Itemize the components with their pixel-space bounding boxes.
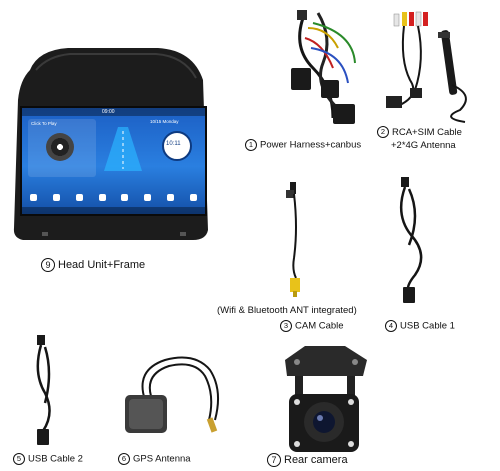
album-art-icon bbox=[46, 133, 74, 161]
bottom-bar bbox=[22, 207, 205, 214]
number-badge: 9 bbox=[41, 258, 55, 272]
app-icon-music[interactable] bbox=[52, 193, 60, 201]
app-dock bbox=[22, 188, 205, 206]
caption-label: USB Cable 2 bbox=[28, 453, 83, 465]
app-icon-file[interactable] bbox=[190, 193, 198, 201]
app-icon-bt[interactable] bbox=[144, 193, 152, 201]
date-label: 10/15 Monday bbox=[150, 119, 179, 124]
cam-cable-image bbox=[286, 182, 300, 297]
caption-label: GPS Antenna bbox=[133, 453, 191, 465]
rca-sim-antenna-image bbox=[386, 11, 467, 123]
caption-label: CAM Cable bbox=[295, 320, 344, 332]
number-badge: 5 bbox=[13, 453, 25, 465]
caption-cam-note: (Wifi & Bluetooth ANT integrated) bbox=[217, 305, 357, 317]
number-badge: 2 bbox=[377, 126, 389, 139]
music-play-label: Click To Play bbox=[31, 121, 57, 126]
usb-cable-2-image bbox=[36, 335, 51, 445]
caption-label: Head Unit+Frame bbox=[58, 258, 146, 271]
app-icon-video[interactable] bbox=[121, 193, 129, 201]
caption-label: Power Harness+canbus bbox=[260, 139, 362, 151]
status-time: 09:00 bbox=[102, 109, 115, 115]
head-unit: 09:00 Click To Play 10/15 Monday 10:11 bbox=[8, 40, 213, 245]
head-unit-screen: 09:00 Click To Play 10/15 Monday 10:11 bbox=[20, 106, 207, 216]
app-icon-navi[interactable] bbox=[29, 193, 37, 201]
road-icon bbox=[104, 127, 142, 171]
caption-label: USB Cable 1 bbox=[400, 320, 455, 332]
power-harness-image bbox=[291, 10, 356, 124]
navi-widget[interactable] bbox=[100, 119, 146, 177]
clock-time: 10:11 bbox=[166, 141, 181, 147]
status-bar: 09:00 bbox=[22, 108, 205, 116]
usb-cable-1-image bbox=[399, 177, 423, 303]
music-widget[interactable]: Click To Play bbox=[28, 119, 96, 177]
clock-icon bbox=[162, 131, 192, 161]
number-badge: 6 bbox=[118, 453, 130, 465]
rear-camera-image bbox=[285, 346, 367, 452]
caption-label: Rear camera bbox=[284, 453, 348, 466]
gps-antenna-image bbox=[125, 356, 220, 433]
number-badge: 3 bbox=[280, 320, 292, 332]
caption-note: (Wifi & Bluetooth ANT integrated) bbox=[217, 305, 357, 316]
number-badge: 4 bbox=[385, 320, 397, 332]
number-badge: 1 bbox=[245, 139, 257, 151]
app-icon-settings[interactable] bbox=[98, 193, 106, 201]
clock-widget: 10/15 Monday 10:11 bbox=[150, 119, 200, 177]
app-icon-apps[interactable] bbox=[167, 193, 175, 201]
number-badge: 7 bbox=[267, 453, 281, 467]
app-icon-radio[interactable] bbox=[75, 193, 83, 201]
caption-label: RCA+SIM Cable bbox=[392, 127, 462, 138]
caption-label-line2: +2*4G Antenna bbox=[391, 140, 456, 151]
